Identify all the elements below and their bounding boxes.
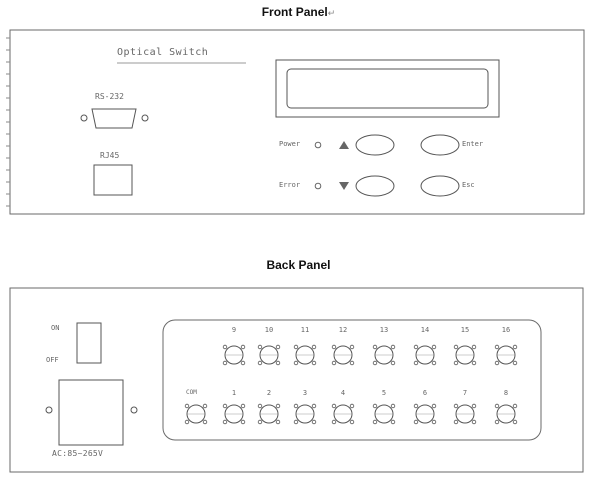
fiber-port-5[interactable] (372, 403, 396, 425)
brand-label: Optical Switch (117, 47, 209, 58)
rs232-screw-right (141, 114, 149, 122)
rs232-screw-left (80, 114, 88, 122)
ac-voltage-label: AC:85~265V (52, 449, 104, 458)
off-label: OFF (46, 356, 59, 364)
port-label-2: 2 (266, 389, 272, 397)
esc-label: Esc (462, 181, 475, 189)
fiber-port-6[interactable] (413, 403, 437, 425)
fiber-port-area (162, 319, 542, 441)
down-arrow-icon (339, 182, 349, 190)
top-port-row (222, 344, 518, 366)
back-panel-frame (9, 287, 584, 473)
front-panel-title-mark: ↵ (327, 8, 336, 18)
down-button[interactable] (355, 175, 395, 197)
fiber-port-2[interactable] (257, 403, 281, 425)
port-label-6: 6 (422, 389, 428, 397)
bottom-port-row (184, 403, 518, 425)
enter-button[interactable] (420, 134, 460, 156)
on-label: ON (51, 324, 60, 332)
port-label-7: 7 (462, 389, 468, 397)
fiber-port-13[interactable] (372, 344, 396, 366)
back-panel-title: Back Panel (266, 258, 331, 272)
fiber-port-10[interactable] (257, 344, 281, 366)
fiber-port-12[interactable] (331, 344, 355, 366)
ac-screw-right (130, 406, 138, 414)
rs232-connector (91, 108, 137, 129)
up-arrow-icon (339, 141, 349, 149)
fiber-port-8[interactable] (494, 403, 518, 425)
port-label-9: 9 (231, 326, 237, 334)
up-button[interactable] (355, 134, 395, 156)
fiber-port-com[interactable] (184, 403, 208, 425)
port-label-14: 14 (420, 326, 430, 334)
port-label-4: 4 (340, 389, 346, 397)
fiber-port-9[interactable] (222, 344, 246, 366)
fiber-port-11[interactable] (293, 344, 317, 366)
port-label-3: 3 (302, 389, 308, 397)
power-switch[interactable] (76, 322, 102, 364)
lcd-display-outer (275, 59, 500, 118)
port-label-15: 15 (460, 326, 470, 334)
port-label-11: 11 (300, 326, 310, 334)
front-panel-title: Front Panel↵ (0, 5, 597, 19)
port-label-10: 10 (264, 326, 274, 334)
fiber-port-14[interactable] (413, 344, 437, 366)
fiber-port-1[interactable] (222, 403, 246, 425)
rj45-label: RJ45 (100, 151, 120, 160)
front-panel-edge-ticks (6, 37, 10, 207)
port-label-5: 5 (381, 389, 387, 397)
ac-power-inlet (58, 379, 124, 446)
fiber-port-4[interactable] (331, 403, 355, 425)
port-label-16: 16 (501, 326, 511, 334)
port-label-1: 1 (231, 389, 237, 397)
lcd-display-inner (286, 68, 489, 109)
error-led (314, 182, 322, 190)
power-label: Power (279, 140, 301, 148)
ac-screw-left (45, 406, 53, 414)
port-label-8: 8 (503, 389, 509, 397)
esc-button[interactable] (420, 175, 460, 197)
fiber-port-15[interactable] (453, 344, 477, 366)
enter-label: Enter (462, 140, 484, 148)
fiber-port-7[interactable] (453, 403, 477, 425)
rs232-label: RS-232 (95, 92, 124, 101)
power-led (314, 141, 322, 149)
error-label: Error (279, 181, 301, 189)
fiber-port-16[interactable] (494, 344, 518, 366)
fiber-port-3[interactable] (293, 403, 317, 425)
rj45-port (93, 164, 133, 196)
front-panel-title-text: Front Panel (261, 5, 328, 19)
port-label-12: 12 (338, 326, 348, 334)
com-port-label: COM (186, 389, 197, 396)
port-label-13: 13 (379, 326, 389, 334)
